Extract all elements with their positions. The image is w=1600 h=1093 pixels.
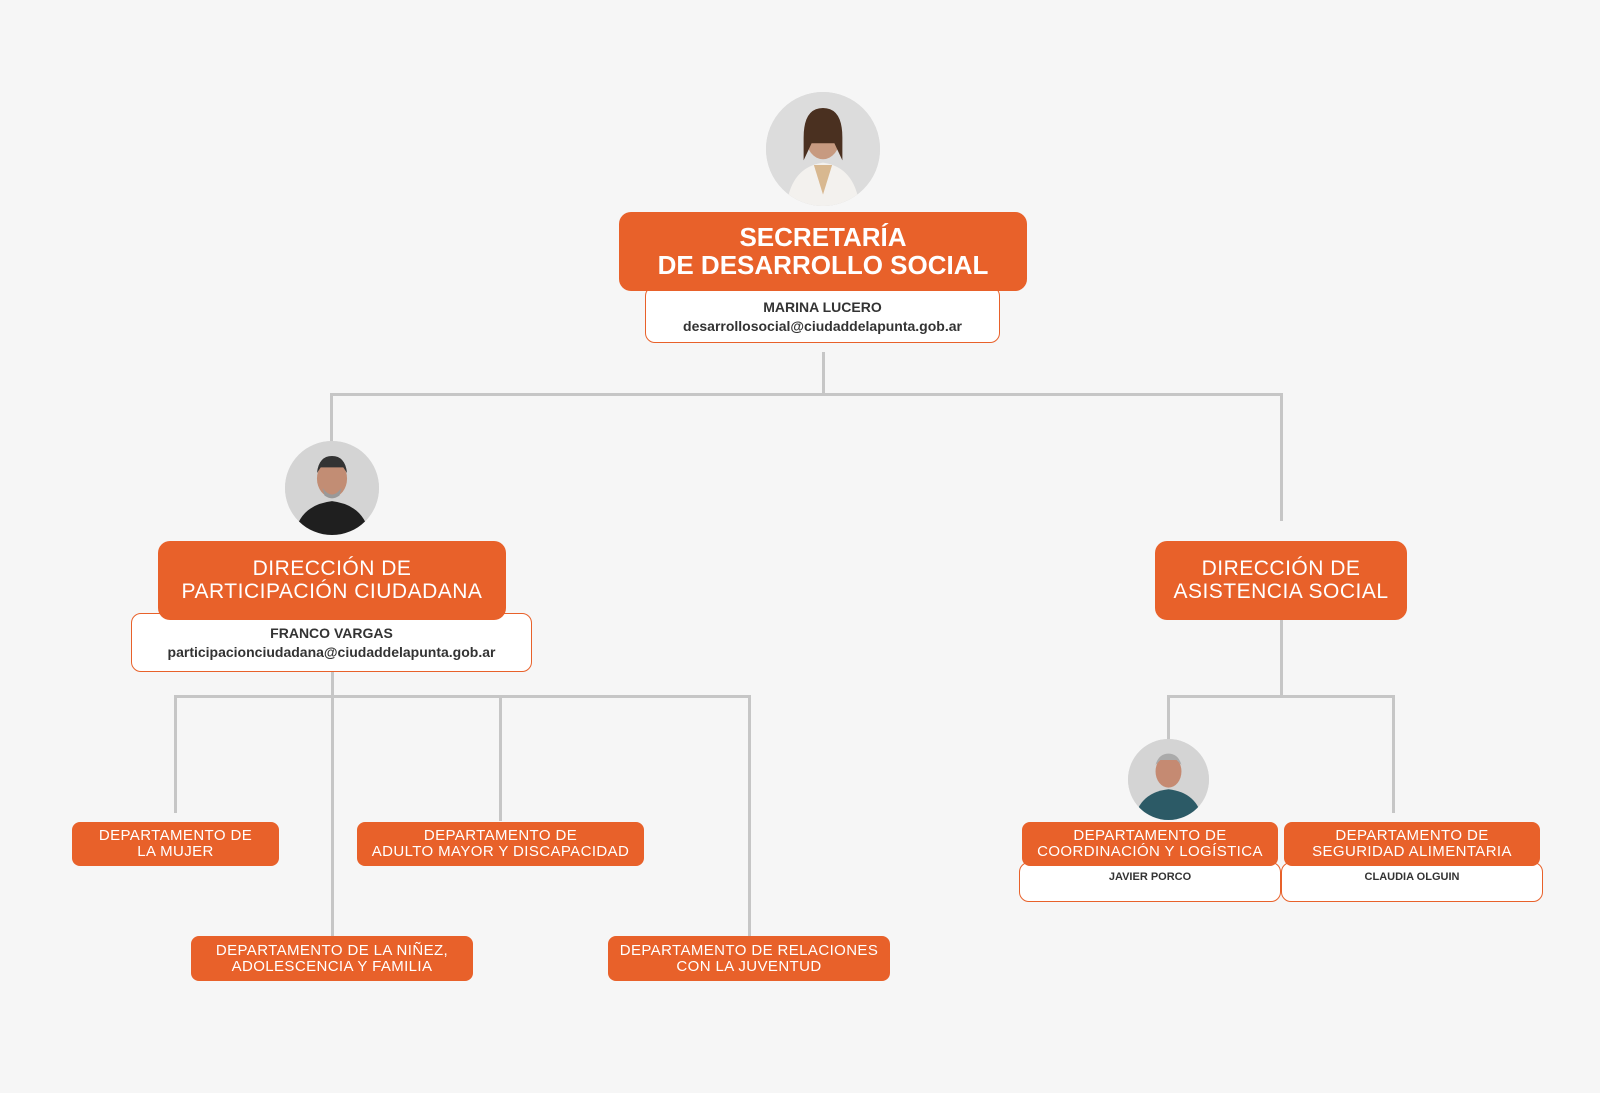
dept-line2: ADOLESCENCIA Y FAMILIA (231, 957, 433, 975)
connector (174, 695, 751, 698)
departamento-ninez-box: DEPARTAMENTO DE LA NIÑEZ, ADOLESCENCIA Y… (191, 936, 473, 981)
direccion-participacion-box: DIRECCIÓN DE PARTICIPACIÓN CIUDADANA (158, 541, 506, 620)
secretaria-title-box: SECRETARÍA DE DESARROLLO SOCIAL (619, 212, 1027, 291)
avatar-marina-lucero (766, 92, 880, 206)
dept-line2: CON LA JUVENTUD (676, 957, 822, 975)
dept-line2: COORDINACIÓN Y LOGÍSTICA (1037, 843, 1263, 860)
dept-line1: DEPARTAMENTO DE (1073, 827, 1227, 845)
email-link[interactable]: desarrollosocial@ciudaddelapunta.gob.ar (683, 318, 962, 334)
direccion-asistencia-box: DIRECCIÓN DE ASISTENCIA SOCIAL (1155, 541, 1407, 620)
dept-line1: DEPARTAMENTO DE LA NIÑEZ, (215, 941, 449, 959)
direccion-participacion-title-line2: PARTICIPACIÓN CIUDADANA (181, 579, 483, 603)
secretaria-title-line1: SECRETARÍA (739, 222, 907, 253)
connector (1167, 695, 1395, 698)
connector (330, 393, 333, 443)
connector (748, 695, 751, 936)
person-name: JAVIER PORCO (1108, 871, 1192, 883)
avatar-javier-porco (1128, 739, 1209, 820)
connector (499, 695, 502, 821)
dept-line2: LA MUJER (137, 843, 214, 860)
direccion-asistencia-title-line1: DIRECCIÓN DE (1201, 557, 1361, 581)
connector (330, 393, 1283, 396)
departamento-adulto-mayor-box: DEPARTAMENTO DE ADULTO MAYOR Y DISCAPACI… (357, 822, 644, 866)
secretaria-info-card: MARINA LUCERO desarrollosocial@ciudaddel… (645, 286, 1000, 343)
connector (1392, 695, 1395, 813)
secretaria-title-line2: DE DESARROLLO SOCIAL (657, 249, 989, 280)
departamento-juventud-box: DEPARTAMENTO DE RELACIONES CON LA JUVENT… (608, 936, 890, 981)
connector (1167, 695, 1170, 741)
connector (331, 672, 334, 936)
connector (1280, 620, 1283, 698)
departamento-coordinacion-box: DEPARTAMENTO DE COORDINACIÓN Y LOGÍSTICA (1022, 822, 1278, 866)
dept-line1: DEPARTAMENTO DE (1335, 827, 1489, 845)
departamento-coordinacion-info-card: JAVIER PORCO (1019, 862, 1281, 902)
dept-line2: ADULTO MAYOR Y DISCAPACIDAD (371, 843, 630, 860)
person-name: FRANCO VARGAS (270, 625, 393, 641)
connector (822, 352, 825, 396)
person-name: CLAUDIA OLGUIN (1364, 871, 1460, 883)
direccion-participacion-title-line1: DIRECCIÓN DE (252, 557, 412, 581)
person-name: MARINA LUCERO (763, 299, 882, 315)
direccion-participacion-info-card: FRANCO VARGAS participacionciudadana@ciu… (131, 613, 532, 672)
direccion-asistencia-title-line2: ASISTENCIA SOCIAL (1173, 579, 1389, 603)
departamento-seguridad-box: DEPARTAMENTO DE SEGURIDAD ALIMENTARIA (1284, 822, 1540, 866)
email-link[interactable]: participacionciudadana@ciudaddelapunta.g… (167, 644, 496, 660)
dept-line1: DEPARTAMENTO DE RELACIONES (619, 941, 879, 959)
avatar-franco-vargas (285, 441, 379, 535)
connector (1280, 393, 1283, 521)
dept-line1: DEPARTAMENTO DE (98, 827, 253, 845)
dept-line1: DEPARTAMENTO DE (423, 827, 578, 845)
departamento-seguridad-info-card: CLAUDIA OLGUIN (1281, 862, 1543, 902)
connector (174, 695, 177, 813)
departamento-mujer-box: DEPARTAMENTO DE LA MUJER (72, 822, 279, 866)
dept-line2: SEGURIDAD ALIMENTARIA (1312, 843, 1512, 860)
